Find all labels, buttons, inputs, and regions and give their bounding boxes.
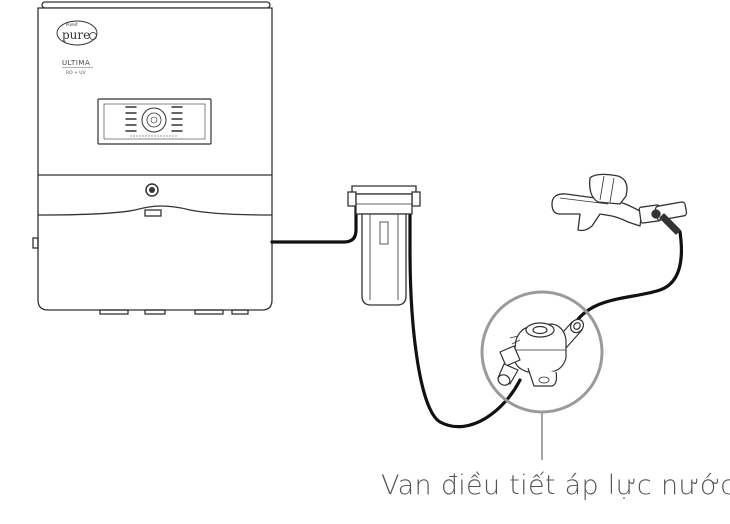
power-button-icon — [145, 183, 159, 197]
brand-logo — [56, 20, 98, 46]
tube-filter-to-regulator — [408, 198, 522, 429]
faucet — [551, 173, 688, 235]
tube-regulator-to-faucet — [570, 230, 683, 330]
brand-label: pure — [62, 28, 90, 42]
brand-small-label: Pureit — [66, 22, 78, 27]
control-dial-icon — [141, 107, 167, 133]
shutoff-valve-icon — [659, 213, 681, 235]
tube-purifier-to-filter — [270, 203, 358, 244]
model-label: ULTIMA — [62, 59, 90, 67]
sub-model-label: RO + UV — [66, 70, 87, 76]
display-panel — [97, 98, 212, 145]
water-tubes — [270, 198, 683, 429]
pressure-valve-callout — [480, 290, 604, 460]
pressure-valve-caption: Van điều tiết áp lực nước — [381, 470, 730, 501]
pressure-regulator-valve — [497, 318, 585, 387]
water-purifier — [32, 1, 273, 315]
pre-filter — [347, 185, 421, 306]
